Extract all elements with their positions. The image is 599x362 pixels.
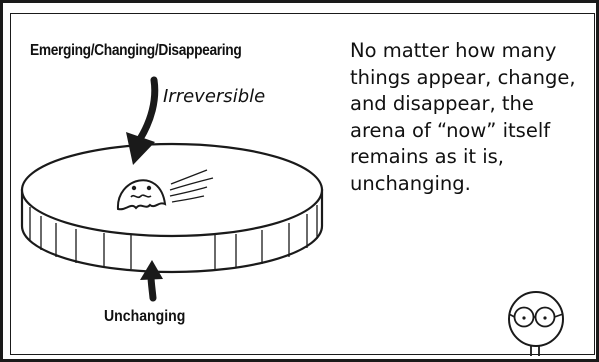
glasses-character-icon <box>509 292 563 356</box>
explanation-text: No matter how many things appear, change… <box>350 38 590 197</box>
arrow-label: Irreversible <box>163 86 265 107</box>
top-label: Emerging/Changing/Disappearing <box>30 42 297 60</box>
arena-disc <box>22 144 322 272</box>
bottom-label: Unchanging <box>104 308 185 326</box>
